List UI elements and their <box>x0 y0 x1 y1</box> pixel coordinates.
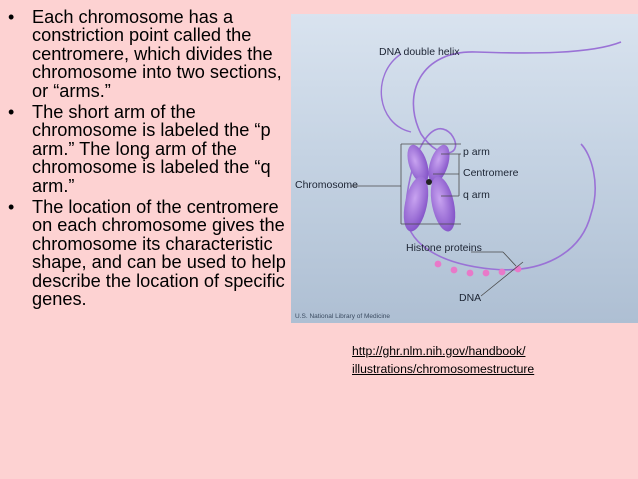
bullet-text: Each chromosome has a constriction point… <box>32 7 282 101</box>
dna-strand <box>404 41 622 271</box>
figure-credit: U.S. National Library of Medicine <box>295 313 391 320</box>
bullet-marker: • <box>8 102 15 123</box>
callout-lines <box>351 143 524 297</box>
chromosome-illustration: DNA double helix p arm Centromere Chromo… <box>291 14 638 323</box>
bullet-marker: • <box>8 7 15 27</box>
bullet-marker: • <box>8 197 15 218</box>
chromosome-shape <box>403 144 456 232</box>
source-link[interactable]: http://ghr.nlm.nih.gov/handbook/ illustr… <box>352 342 534 378</box>
label-chromosome: Chromosome <box>295 179 359 191</box>
bullet-text: The short arm of the chromosome is label… <box>32 102 271 196</box>
dna-strand-inner <box>380 53 412 133</box>
label-dna: DNA <box>459 292 482 304</box>
label-q-arm: q arm <box>463 189 490 201</box>
bullet-text: The location of the centromere on each c… <box>32 197 286 310</box>
label-centromere: Centromere <box>463 167 519 179</box>
label-p-arm: p arm <box>463 146 490 158</box>
source-link-line2[interactable]: illustrations/chromosomestructure <box>352 362 535 376</box>
chromosome-diagram-svg <box>351 41 622 297</box>
bullet-list: • Each chromosome has a constriction poi… <box>8 8 286 312</box>
bullet-item-3: • The location of the centromere on each… <box>8 197 286 310</box>
label-histone-proteins: Histone proteins <box>406 242 482 254</box>
bullet-item-1: • Each chromosome has a constriction poi… <box>8 8 286 100</box>
bullet-item-2: • The short arm of the chromosome is lab… <box>8 103 286 195</box>
source-link-line1[interactable]: http://ghr.nlm.nih.gov/handbook/ <box>352 344 526 358</box>
histone-beads <box>434 260 522 277</box>
label-dna-double-helix: DNA double helix <box>379 46 460 58</box>
